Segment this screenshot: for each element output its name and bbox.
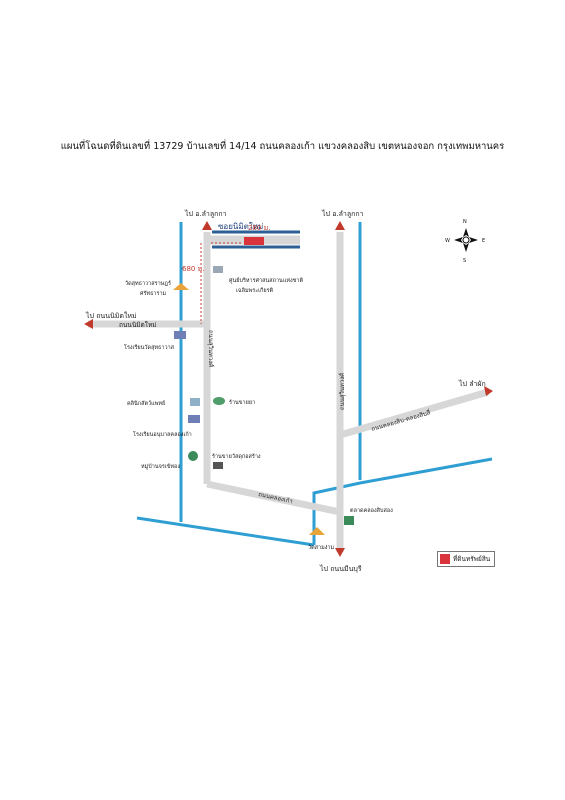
road-label-right-vertical: ถนนสุวินทวงศ์ xyxy=(338,373,346,410)
canal-bottom xyxy=(136,516,315,547)
direction-lam-luk-ka-left: ไป อ.ลำลูกกา xyxy=(184,209,227,218)
school-icon xyxy=(174,331,186,339)
road-label-khlong-kao: ถนนคลองเก้า xyxy=(258,491,294,505)
arrow-down xyxy=(335,548,345,557)
shop-icon xyxy=(213,462,223,469)
landmark-pharmacy: ร้านขายยา xyxy=(229,399,255,406)
compass-w: W xyxy=(445,238,450,244)
direction-lam-luk-ka-right: ไป อ.ลำลูกกา xyxy=(321,209,364,218)
road-khlong-kao xyxy=(206,480,341,516)
landmark-school1: โรงเรียนวัดสุทธาวาส xyxy=(124,343,175,351)
compass-icon xyxy=(454,228,478,252)
map-legend: ที่ดินทรัพย์สิน xyxy=(437,551,495,567)
building-icon xyxy=(213,266,223,273)
distance-680-label: 680 ม. xyxy=(182,265,204,273)
landmark-wat-suthat: วัดสุทธาวาสราษฎร์ xyxy=(125,280,171,287)
arrow-east xyxy=(484,386,493,396)
distance-280-label: 280 ม. xyxy=(248,224,270,232)
village-icon xyxy=(188,451,198,461)
road-label-nimit-mai: ถนนนิมิตใหม่ xyxy=(119,321,157,329)
temple-icon-2 xyxy=(309,527,325,535)
pharmacy-icon xyxy=(213,397,225,405)
clinic-icon xyxy=(190,398,200,406)
market-icon xyxy=(344,516,354,525)
landmark-wat-suthat2: ศรัทธาราม xyxy=(140,290,167,297)
landmark-market: ตลาดคลองสิบสอง xyxy=(350,507,393,514)
road-label-left-vertical: ถนนสุวินทวงศ์ xyxy=(207,330,215,367)
temple-icon xyxy=(173,283,189,290)
property-parcel xyxy=(244,237,264,245)
landmark-school2: โรงเรียนอนุบาลคลองเก้า xyxy=(133,430,192,438)
compass-e: E xyxy=(482,238,485,244)
direction-min-buri: ไป ถนนมีนบุรี xyxy=(319,564,362,573)
landmark-village: หมู่บ้านจรเข้ทอง xyxy=(141,463,180,470)
compass-s: S xyxy=(463,258,466,264)
arrow-west xyxy=(84,319,93,329)
legend-swatch xyxy=(440,554,450,564)
landmark-wat-end: วัดสามง่าม xyxy=(308,544,335,551)
landmark-clinic: คลินิกสัตว์แพทย์ xyxy=(127,400,165,407)
map-title: แผนที่โฉนดที่ดินเลขที่ 13729 บ้านเลขที่ … xyxy=(60,141,505,152)
road-khlong-sip xyxy=(339,388,489,439)
arrow-up-right xyxy=(335,221,345,230)
landmark-training-center2: เฉลิมพระเกียรติ xyxy=(236,287,274,294)
school-icon-2 xyxy=(188,415,200,423)
landmark-mall: ร้านขายวัสดุก่อสร้าง xyxy=(212,453,261,460)
direction-lam-pak: ไป ลำผัก xyxy=(458,379,486,388)
direction-nimit-mai-west: ไป ถนนนิมิตใหม่ xyxy=(85,311,137,320)
landmark-training-center: ศูนย์บริหารศาสนสถานแห่งชาติ xyxy=(229,277,303,284)
compass-n: N xyxy=(463,219,467,225)
road-label-soi: ซอยนิมิตใหม่ xyxy=(218,222,263,231)
arrow-up-left xyxy=(202,221,212,230)
legend-label: ที่ดินทรัพย์สิน xyxy=(453,555,491,563)
